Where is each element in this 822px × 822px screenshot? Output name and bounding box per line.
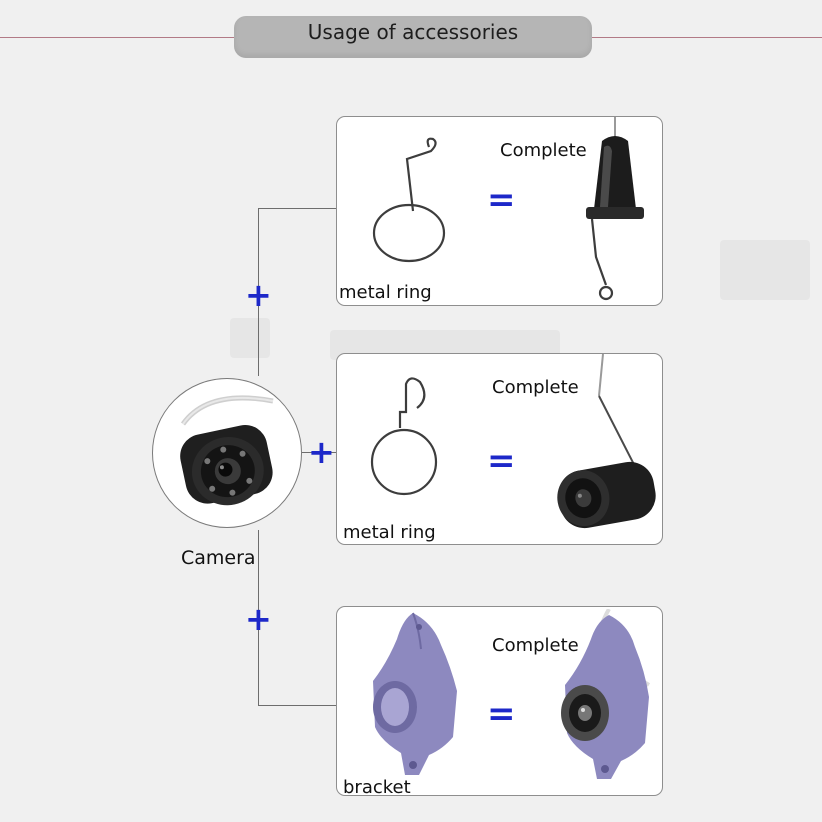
result-label: Complete xyxy=(492,635,579,656)
panel-metal-ring-vertical: metal ring = Complete xyxy=(336,116,663,306)
hook-ring-icon xyxy=(370,377,438,496)
equals-sign: = xyxy=(487,694,516,734)
plus-sign-1: + xyxy=(245,276,272,314)
assembled-camera-ring-icon xyxy=(586,117,644,301)
connector-vertical-bottom xyxy=(258,530,259,705)
page-title: Usage of accessories xyxy=(307,20,519,44)
watermark-blob xyxy=(230,318,270,358)
accessory-label: metal ring xyxy=(339,282,432,303)
connector-to-panel-1 xyxy=(258,208,336,209)
camera-label: Camera xyxy=(181,547,256,569)
result-label: Complete xyxy=(492,377,579,398)
panel-metal-ring-hook: metal ring = Complete xyxy=(336,353,663,545)
title-banner: Usage of accessories xyxy=(234,16,592,58)
header-divider-left xyxy=(0,37,236,38)
connector-to-panel-3 xyxy=(258,705,336,706)
equals-sign: = xyxy=(487,441,516,481)
assembled-camera-hook-icon xyxy=(557,354,656,529)
accessory-label: bracket xyxy=(343,777,411,796)
metal-ring-icon xyxy=(372,137,446,263)
plus-sign-3: + xyxy=(245,600,272,638)
accessory-label: metal ring xyxy=(343,522,436,543)
plus-sign-2: + xyxy=(308,433,335,471)
connector-to-panel-2 xyxy=(302,452,336,453)
connector-vertical-top xyxy=(258,208,259,376)
panel-bracket: bracket = Complete xyxy=(336,606,663,796)
result-label: Complete xyxy=(500,140,587,161)
bracket-icon xyxy=(373,612,457,775)
camera-icon xyxy=(180,395,274,506)
header-divider-right xyxy=(592,37,822,38)
watermark-blob xyxy=(720,240,810,300)
equals-sign: = xyxy=(487,180,516,220)
assembled-camera-bracket-icon xyxy=(561,609,651,779)
camera-image xyxy=(152,378,302,528)
